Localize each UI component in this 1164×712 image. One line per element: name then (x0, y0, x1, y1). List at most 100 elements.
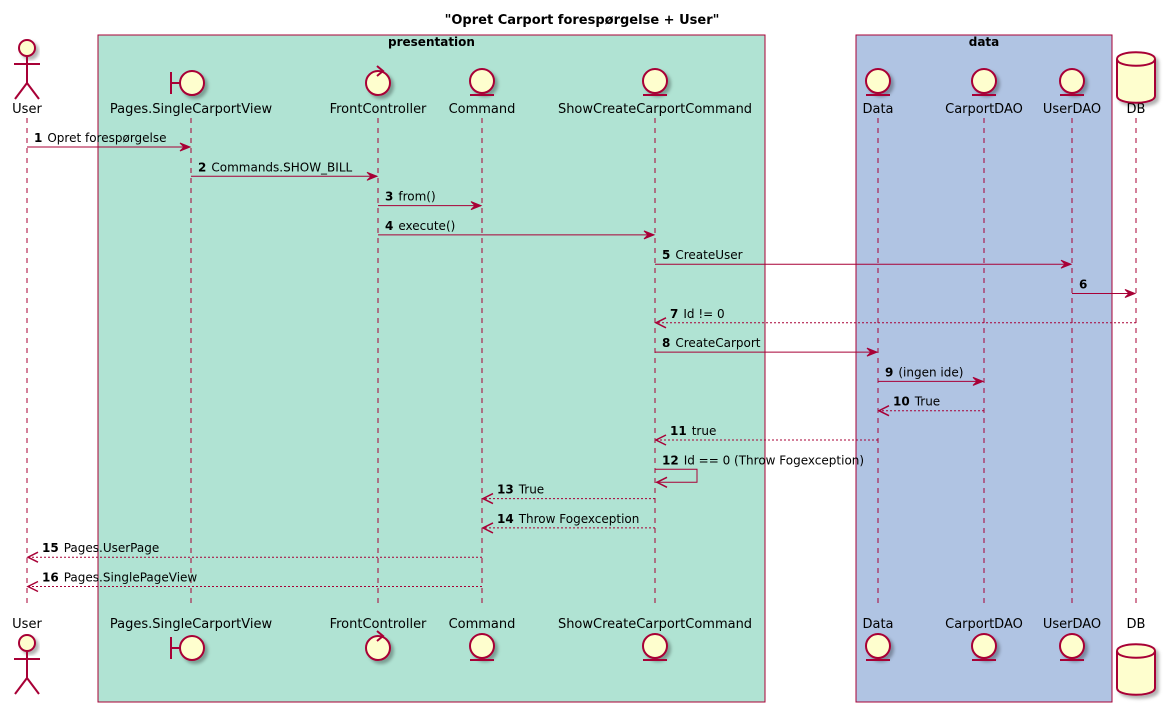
message-12-arrow (655, 468, 698, 483)
message-14-text: Throw Fogexception (518, 512, 640, 526)
message-16-number: 16 (42, 571, 59, 585)
box-presentation (97, 34, 766, 703)
box-presentation-label: presentation (388, 35, 475, 49)
message-11-label: 11 true (670, 424, 716, 438)
message-16-arrowhead (26, 580, 39, 593)
showcreatecarportcommand-entity-icon-bottom (642, 633, 668, 661)
message-11-text: true (692, 424, 717, 438)
message-5-arrowhead (1060, 259, 1073, 269)
participant-singlecarportview-label-top: Pages.SingleCarportView (110, 102, 273, 117)
message-2: 2 Commands.SHOW_BILL (191, 160, 379, 181)
participant-carportdao-label-bottom: CarportDAO (945, 617, 1023, 632)
message-12-arrowhead (655, 476, 668, 488)
message-7-text: Id != 0 (683, 307, 724, 321)
box-data-label: data (969, 35, 1000, 49)
message-3-number: 3 (385, 190, 393, 204)
message-8: 8 CreateCarport (655, 336, 879, 357)
message-3-text: from() (398, 190, 435, 204)
frontcontroller-control-icon-top (365, 65, 391, 96)
message-3-label: 3 from() (385, 190, 436, 204)
participant-data-label-top: Data (862, 102, 893, 117)
message-5-label: 5 CreateUser (662, 248, 743, 262)
message-15-text: Pages.UserPage (64, 541, 160, 555)
frontcontroller-control-icon-bottom (365, 630, 391, 661)
diagram-title: "Opret Carport forespørgelse + User" (445, 13, 720, 28)
message-12-label: 12 Id == 0 (Throw Fogexception) (662, 453, 864, 467)
participant-singlecarportview-label-bottom: Pages.SingleCarportView (110, 617, 273, 632)
message-12: 12 Id == 0 (Throw Fogexception) (655, 453, 864, 488)
message-2-number: 2 (198, 160, 206, 174)
message-13-label: 13 True (497, 483, 544, 497)
message-10-label: 10 True (893, 395, 940, 409)
message-10-text: True (914, 395, 941, 409)
message-14-arrowhead (481, 522, 494, 534)
message-16: 16 Pages.SinglePageView (26, 571, 482, 593)
message-6-number: 6 (1079, 278, 1087, 292)
message-10-arrowhead (877, 405, 890, 417)
singlecarportview-boundary-icon-top (170, 70, 205, 96)
command-entity-icon-bottom (469, 633, 495, 661)
user-actor-icon-bottom (14, 634, 40, 695)
message-5-number: 5 (662, 248, 670, 262)
message-14-number: 14 (497, 512, 514, 526)
message-11-number: 11 (670, 424, 687, 438)
userdao-entity-icon-top (1059, 68, 1085, 96)
message-11: 11 true (654, 424, 878, 446)
participant-user-label-bottom: User (12, 617, 42, 632)
message-5: 5 CreateUser (655, 248, 1073, 269)
message-3: 3 from() (378, 190, 483, 211)
message-12-text: Id == 0 (Throw Fogexception) (684, 453, 864, 467)
message-6-label: 6 (1079, 278, 1087, 292)
message-5-text: CreateUser (675, 248, 742, 262)
message-13-number: 13 (497, 483, 514, 497)
message-11-arrowhead (654, 434, 667, 446)
participant-db-label-bottom: DB (1127, 617, 1146, 632)
message-9-text: (ingen ide) (898, 365, 963, 379)
participant-data-label-bottom: Data (862, 617, 893, 632)
message-8-number: 8 (662, 336, 670, 350)
message-8-arrowhead (866, 347, 879, 357)
message-12-number: 12 (662, 453, 679, 467)
message-15-number: 15 (42, 541, 59, 555)
participant-userdao-label-bottom: UserDAO (1043, 617, 1101, 632)
message-10-number: 10 (893, 395, 910, 409)
showcreatecarportcommand-entity-icon-top (642, 68, 668, 96)
message-2-label: 2 Commands.SHOW_BILL (198, 160, 353, 174)
message-4-text: execute() (398, 219, 455, 233)
message-13-text: True (518, 483, 545, 497)
carportdao-entity-icon-top (971, 68, 997, 96)
message-2-text: Commands.SHOW_BILL (211, 160, 352, 174)
message-14-label: 14 Throw Fogexception (497, 512, 639, 526)
db-database-icon-bottom (1116, 643, 1156, 696)
message-15: 15 Pages.UserPage (26, 541, 482, 563)
message-3-arrowhead (470, 201, 483, 211)
singlecarportview-boundary-icon-bottom (170, 635, 205, 661)
message-6: 6 (1072, 278, 1137, 298)
participant-command-label-top: Command (449, 102, 516, 117)
message-6-arrowhead (1124, 289, 1137, 298)
participant-userdao-label-top: UserDAO (1043, 102, 1101, 117)
user-actor-icon-top (14, 39, 40, 100)
participant-frontcontroller-label-bottom: FrontController (330, 617, 427, 632)
participant-frontcontroller-label-top: FrontController (330, 102, 427, 117)
participant-showcreatecarportcommand-label-bottom: ShowCreateCarportCommand (558, 617, 752, 632)
userdao-entity-icon-bottom (1059, 633, 1085, 661)
data-entity-icon-bottom (865, 633, 891, 661)
message-8-text: CreateCarport (675, 336, 760, 350)
message-9-label: 9 (ingen ide) (885, 365, 963, 379)
message-13: 13 True (481, 483, 655, 505)
message-16-text: Pages.SinglePageView (64, 571, 198, 585)
participant-db-label-top: DB (1127, 102, 1146, 117)
message-1-arrowhead (179, 142, 192, 152)
message-13-arrowhead (481, 492, 494, 505)
carportdao-entity-icon-bottom (971, 633, 997, 661)
participant-showcreatecarportcommand-label-top: ShowCreateCarportCommand (558, 102, 752, 117)
message-15-label: 15 Pages.UserPage (42, 541, 159, 555)
data-entity-icon-top (865, 68, 891, 96)
message-9-number: 9 (885, 365, 893, 379)
